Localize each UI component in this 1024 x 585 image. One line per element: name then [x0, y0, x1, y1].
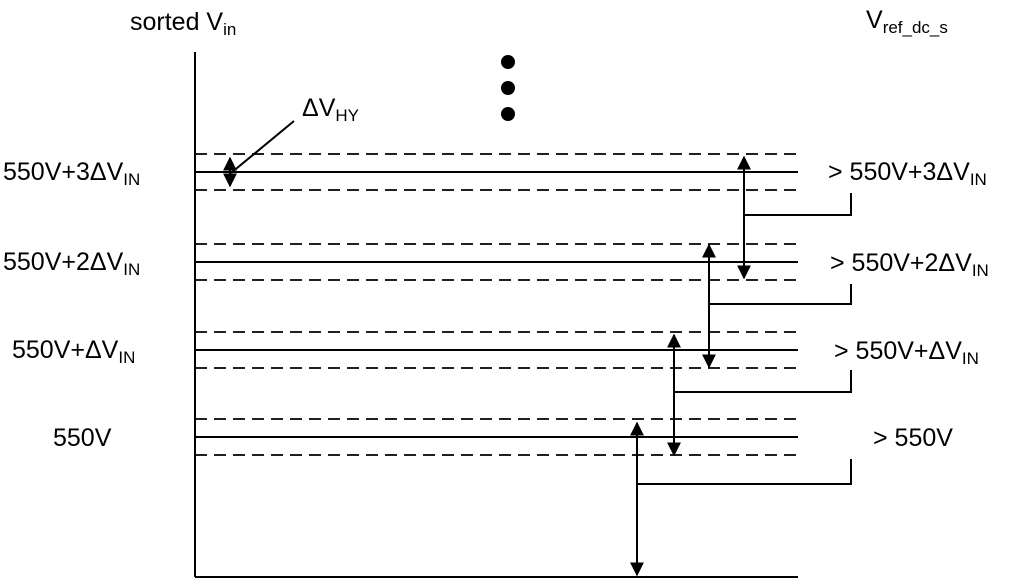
level-0-right-main: > 550V — [873, 424, 953, 452]
dot — [501, 81, 515, 95]
range-3 — [737, 155, 852, 280]
left-axis-title-sub: in — [223, 20, 237, 39]
dot — [501, 55, 515, 69]
level-3-right-main: > 550V+3ΔV — [828, 158, 970, 186]
level-1-right-main: > 550V+ΔV — [834, 337, 962, 365]
hysteresis-symbol: ΔV — [302, 94, 336, 122]
level-2-left-main: 550V+2ΔV — [3, 248, 124, 276]
level-3-right-sub: IN — [969, 170, 987, 189]
level-1-left-sub: IN — [118, 348, 136, 367]
level-0-left-label: 550V — [53, 426, 111, 451]
right-axis-title-main: V — [866, 6, 883, 34]
right-axis-title: Vref_dc_s — [866, 6, 948, 37]
level-2-right-sub: IN — [971, 261, 989, 280]
level-2-right-main: > 550V+2ΔV — [830, 249, 972, 277]
level-0-right-label: > 550V — [873, 426, 953, 451]
level-1-group — [195, 331, 798, 369]
level-1-left-main: 550V+ΔV — [12, 336, 119, 364]
level-2-left-sub: IN — [123, 260, 141, 279]
hysteresis-sub: HY — [335, 106, 359, 125]
left-axis-title-main: sorted V — [130, 8, 224, 36]
dot — [501, 107, 515, 121]
level-3-left-label: 550V+3ΔVIN — [3, 158, 140, 189]
right-axis-title-sub: ref_dc_s — [882, 18, 948, 37]
continuation-dots — [501, 55, 515, 121]
level-3-right-label: > 550V+3ΔVIN — [828, 158, 987, 189]
range-1 — [667, 333, 852, 457]
level-3-group — [195, 153, 798, 191]
range-0 — [630, 421, 852, 577]
level-0-group — [195, 418, 798, 456]
level-2-group — [195, 243, 798, 281]
level-1-right-sub: IN — [961, 349, 979, 368]
level-3-left-main: 550V+3ΔV — [3, 158, 124, 186]
range-0-bracket — [637, 459, 852, 485]
left-axis-title: sorted Vin — [130, 8, 236, 39]
hysteresis-pointer — [230, 120, 295, 174]
range-1-bracket — [674, 370, 852, 393]
range-2-bracket — [709, 284, 852, 305]
range-3-bracket — [744, 193, 852, 216]
level-0-left-main: 550V — [53, 424, 112, 452]
level-1-right-label: > 550V+ΔVIN — [834, 337, 979, 368]
level-2-right-label: > 550V+2ΔVIN — [830, 249, 989, 280]
level-1-left-label: 550V+ΔVIN — [12, 336, 135, 367]
level-2-left-label: 550V+2ΔVIN — [3, 248, 140, 279]
range-2 — [702, 243, 852, 369]
level-3-left-sub: IN — [123, 170, 141, 189]
hysteresis-label: ΔVHY — [302, 94, 359, 125]
